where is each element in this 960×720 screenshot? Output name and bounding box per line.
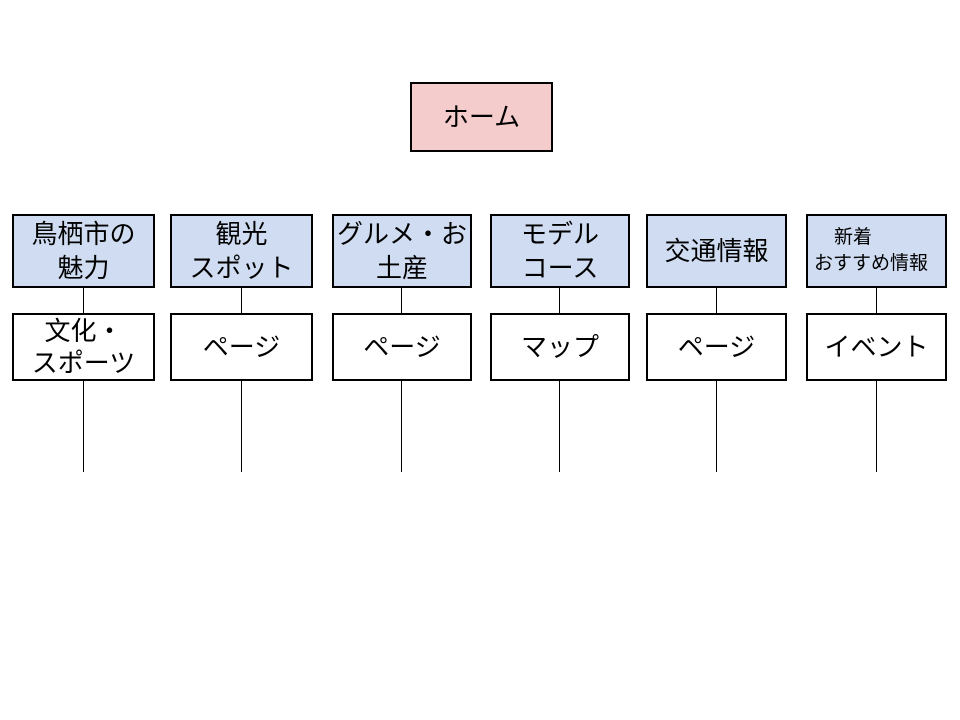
node-label: スポーツ bbox=[31, 348, 136, 378]
node-label: 観光 bbox=[215, 219, 268, 249]
node-label: イベント bbox=[824, 332, 929, 362]
node-event: イベント bbox=[806, 313, 947, 381]
node-label: 鳥栖市の bbox=[31, 219, 136, 249]
node-tourist-spots: 観光 スポット bbox=[170, 214, 313, 288]
connector-line-1 bbox=[83, 288, 84, 313]
node-home: ホーム bbox=[410, 82, 553, 152]
connector-line-2 bbox=[241, 288, 242, 313]
node-label: ページ bbox=[363, 332, 441, 362]
node-label: 魅力 bbox=[57, 253, 110, 283]
node-label: ページ bbox=[677, 332, 756, 362]
tail-line-3 bbox=[401, 381, 402, 472]
node-label: スポット bbox=[189, 253, 294, 283]
node-traffic-info: 交通情報 bbox=[646, 214, 787, 288]
node-label: 交通情報 bbox=[664, 236, 769, 266]
node-label: おすすめ情報 bbox=[814, 253, 929, 274]
node-label: モデル bbox=[520, 219, 599, 249]
node-page-traffic: ページ bbox=[646, 313, 787, 381]
node-label: マップ bbox=[520, 332, 599, 362]
node-label: 新着 bbox=[834, 227, 873, 248]
node-page-tourist: ページ bbox=[170, 313, 313, 381]
node-map: マップ bbox=[490, 313, 630, 381]
node-label: ページ bbox=[202, 332, 281, 362]
node-gourmet-souvenir: グルメ・お 土産 bbox=[332, 214, 472, 288]
connector-line-6 bbox=[876, 288, 877, 313]
node-label: コース bbox=[521, 253, 599, 283]
tail-line-1 bbox=[83, 381, 84, 472]
tail-line-5 bbox=[716, 381, 717, 472]
node-city-charm: 鳥栖市の 魅力 bbox=[12, 214, 155, 288]
node-label: 文化・ bbox=[44, 316, 123, 346]
connector-line-4 bbox=[559, 288, 560, 313]
node-page-gourmet: ページ bbox=[332, 313, 472, 381]
node-new-recommended-info: 新着 おすすめ情報 bbox=[806, 214, 947, 288]
tail-line-2 bbox=[241, 381, 242, 472]
node-label: 土産 bbox=[375, 253, 428, 283]
node-model-course: モデル コース bbox=[490, 214, 630, 288]
connector-line-3 bbox=[401, 288, 402, 313]
connector-line-5 bbox=[716, 288, 717, 313]
tail-line-6 bbox=[876, 381, 877, 472]
node-culture-sports: 文化・ スポーツ bbox=[12, 313, 155, 381]
tail-line-4 bbox=[559, 381, 560, 472]
node-home-label: ホーム bbox=[442, 102, 521, 132]
node-label: グルメ・お bbox=[336, 219, 467, 249]
